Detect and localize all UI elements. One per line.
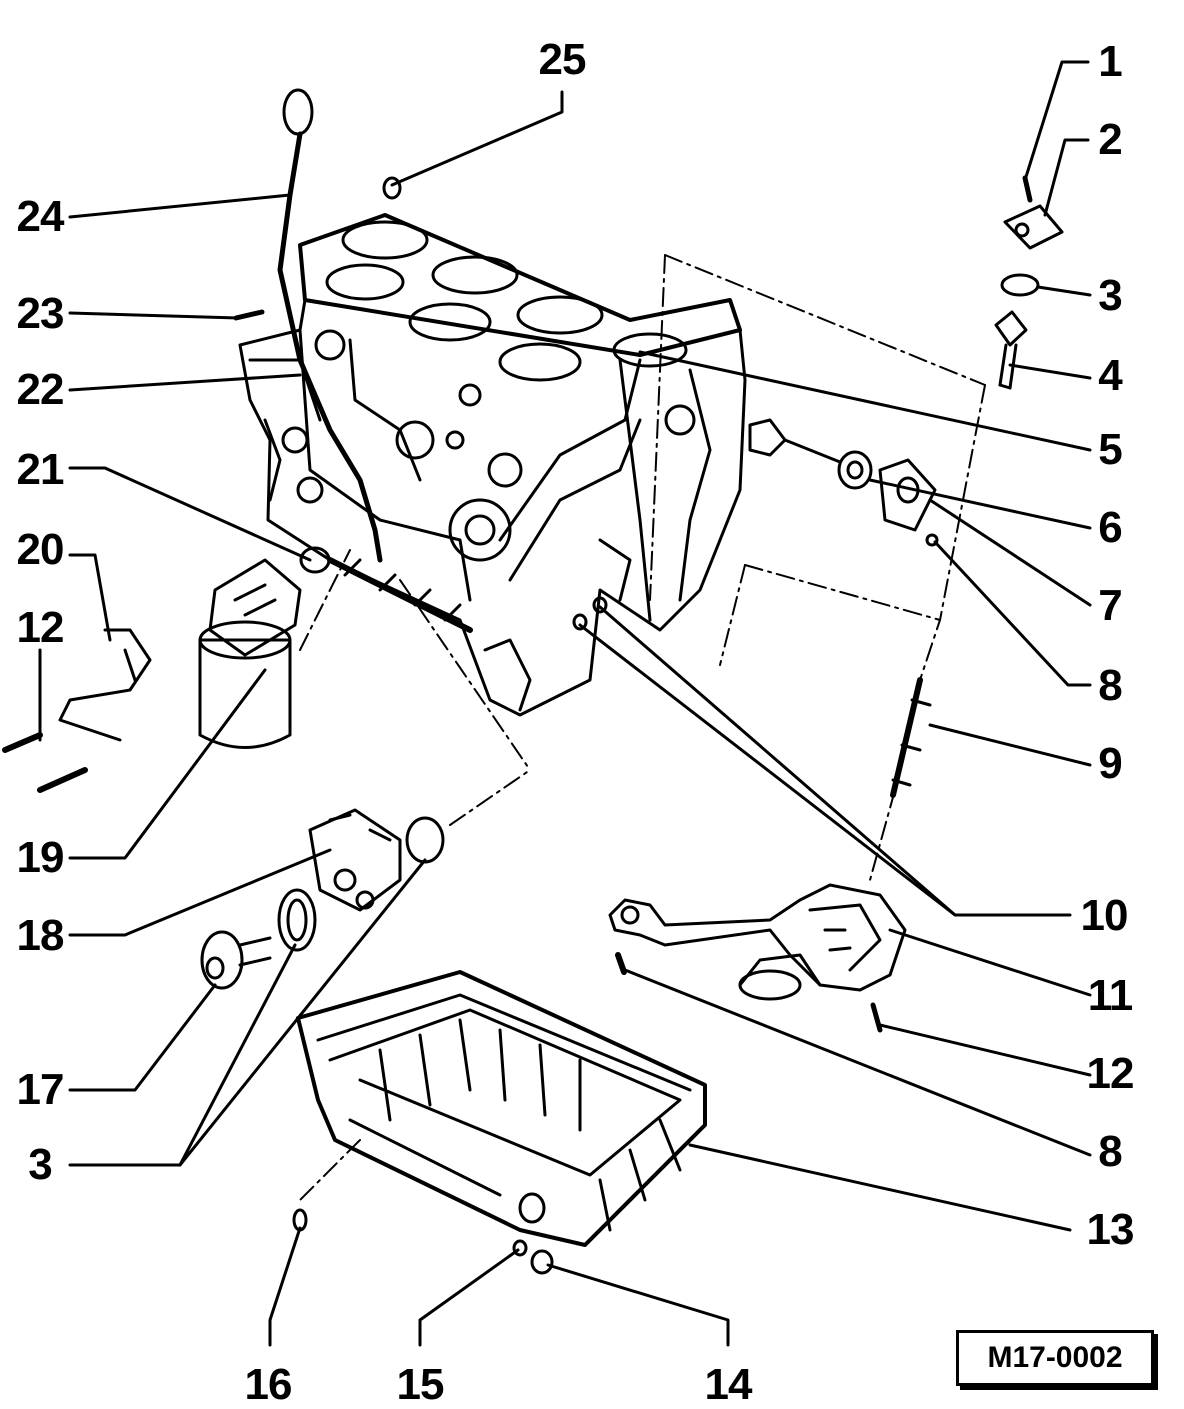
- seal-15: [512, 1239, 528, 1257]
- callout-7: 7: [1098, 581, 1123, 630]
- bolt-10a: [592, 596, 608, 614]
- callout-12-left: 12: [16, 603, 65, 652]
- oil-pan: [296, 970, 707, 1247]
- bolt-23: [233, 309, 265, 321]
- bolt-bracket-2: [37, 767, 88, 793]
- relief-valve-assembly: [748, 418, 939, 547]
- dipstick: [277, 88, 383, 563]
- seal-3-upper: [405, 816, 445, 864]
- intermediate-shaft: [890, 677, 932, 798]
- callout-8: 8: [1098, 661, 1123, 710]
- callout-14: 14: [704, 1360, 753, 1409]
- callout-25: 25: [538, 35, 587, 84]
- callout-20: 20: [16, 525, 65, 574]
- guide-lines: [299, 254, 986, 1201]
- bolt-8-lower: [615, 952, 627, 975]
- seal-3-lower: [277, 888, 317, 952]
- callout-17: 17: [16, 1065, 65, 1114]
- callout-8-lower: 8: [1098, 1127, 1123, 1176]
- seal-21: [299, 546, 331, 574]
- callout-15: 15: [396, 1360, 445, 1409]
- callout-12-right: 12: [1086, 1049, 1135, 1098]
- drain-plug-14: [530, 1249, 554, 1275]
- callout-23: 23: [16, 289, 65, 338]
- callout-1: 1: [1098, 37, 1123, 86]
- callout-21: 21: [16, 445, 65, 494]
- oil-pump: [608, 883, 907, 1001]
- callout-6: 6: [1098, 503, 1123, 552]
- callout-24: 24: [16, 192, 65, 241]
- callout-18: 18: [16, 911, 65, 960]
- plug-25: [382, 176, 402, 200]
- callout-22: 22: [16, 365, 65, 414]
- callout-9: 9: [1098, 739, 1123, 788]
- oil-cooler: [277, 808, 445, 952]
- callout-16: 16: [244, 1360, 293, 1409]
- callout-3: 3: [1098, 271, 1123, 320]
- callout-13: 13: [1086, 1205, 1135, 1254]
- engine-block: [238, 213, 747, 717]
- oil-filter-assembly: [198, 546, 331, 749]
- oil-level-sender: [994, 175, 1064, 390]
- callout-2: 2: [1098, 115, 1123, 164]
- bolt-10b: [572, 613, 588, 631]
- callout-10: 10: [1080, 891, 1129, 940]
- callout-4: 4: [1098, 351, 1123, 400]
- leader-lines: [38, 60, 1092, 1347]
- bolt-12-pump: [870, 1002, 883, 1033]
- callout-11: 11: [1087, 971, 1134, 1020]
- bolt-12-bracket: [2, 732, 43, 753]
- callout-3-lower: 3: [28, 1140, 53, 1189]
- reference-code: M17-0002: [956, 1330, 1154, 1386]
- callout-19: 19: [16, 833, 65, 882]
- callout-5: 5: [1098, 425, 1123, 474]
- filter-bracket-20: [58, 628, 152, 742]
- threaded-connector-17: [200, 930, 272, 990]
